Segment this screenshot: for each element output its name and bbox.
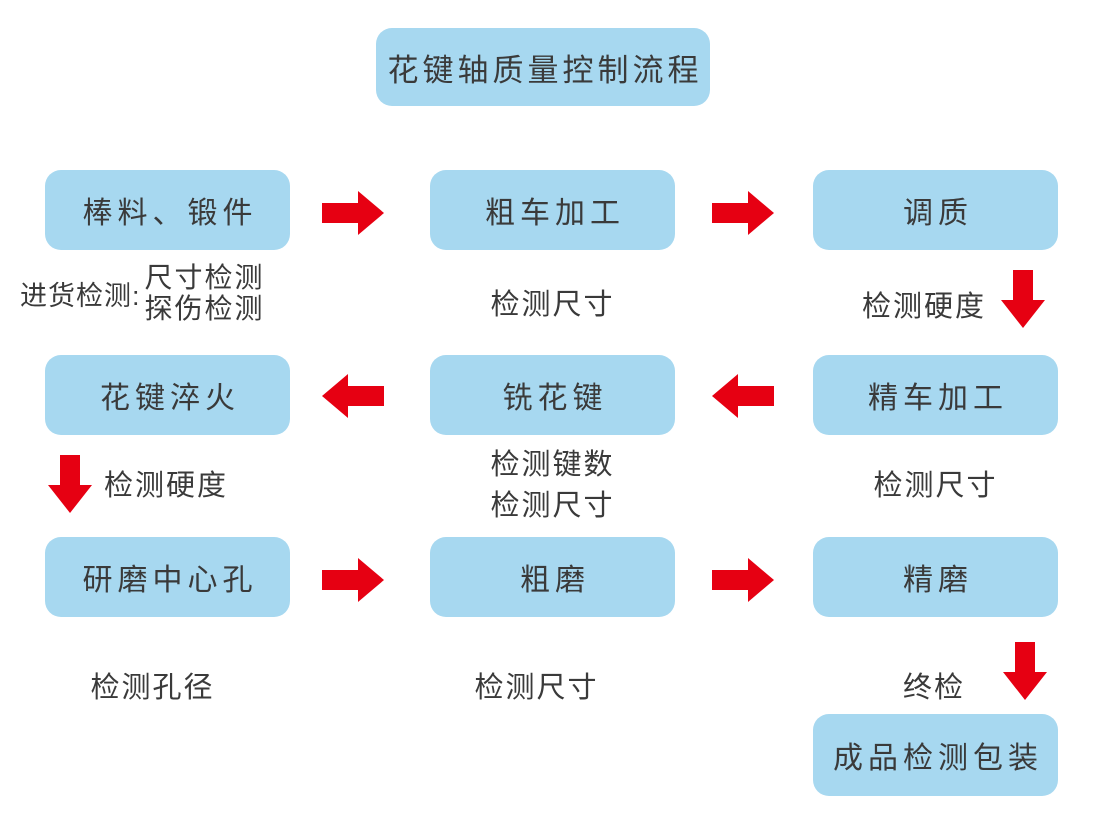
arrow-tail [1013,270,1033,300]
arrow-tail [712,203,748,223]
box-raw-material: 棒料、锻件 [45,170,290,250]
arrow-head [1001,300,1045,328]
arrow-down-icon-1 [1001,270,1045,328]
arrow-right-icon-2 [712,191,774,235]
arrow-head [712,374,738,418]
box-spline-milling: 铣花键 [430,355,675,435]
box-finish-grinding: 精磨 [813,537,1058,617]
arrow-head [322,374,348,418]
flowchart-title: 花键轴质量控制流程 [387,52,703,88]
arrow-head [1003,672,1047,700]
box-grind-center-hole: 研磨中心孔 [45,537,290,617]
box-rough-turning: 粗车加工 [430,170,675,250]
box-rough-grinding: 粗磨 [430,537,675,617]
box-spline-milling-label: 铣花键 [502,382,608,415]
label-check-hardness-r1: 检测硬度 [862,291,987,323]
arrow-right-icon-4 [712,558,774,602]
label-check-hole-diameter: 检测孔径 [90,672,215,704]
arrow-head [748,558,774,602]
label-check-dimension-r1: 检测尺寸 [490,289,615,321]
arrow-head [748,191,774,235]
box-spline-quenching: 花键淬火 [45,355,290,435]
arrow-tail [348,386,384,406]
label-final-inspection: 终检 [903,672,966,704]
arrow-left-icon-2 [712,374,774,418]
arrow-right-icon-3 [322,558,384,602]
arrow-head [48,485,92,513]
flowchart-title-box: 花键轴质量控制流程 [376,28,710,106]
label-check-dimension-r2-mid: 检测尺寸 [490,490,615,522]
arrow-tail [738,386,774,406]
box-quench-temper: 调质 [813,170,1058,250]
label-flaw-inspection: 探伤检测 [144,293,265,324]
label-check-dimension-r2-right: 检测尺寸 [873,470,998,502]
arrow-head [358,191,384,235]
box-rough-turning-label: 粗车加工 [485,197,625,230]
arrow-tail [322,570,358,590]
box-grind-center-hole-label: 研磨中心孔 [82,564,258,597]
label-check-dimension-r3: 检测尺寸 [474,672,599,704]
box-finish-turning: 精车加工 [813,355,1058,435]
box-raw-material-label: 棒料、锻件 [82,197,258,230]
arrow-tail [322,203,358,223]
box-rough-grinding-label: 粗磨 [520,564,590,597]
box-quench-temper-label: 调质 [903,197,973,230]
arrow-tail [1015,642,1035,672]
label-incoming-inspection-prefix: 进货检测: [20,280,141,311]
box-final-packaging: 成品检测包装 [813,714,1058,796]
label-incoming-inspection: 进货检测: 尺寸检测 探伤检测 [20,262,265,324]
arrow-down-icon-2 [48,455,92,513]
label-dimension-inspection: 尺寸检测 [144,262,265,293]
arrow-head [358,558,384,602]
label-check-hardness-r2: 检测硬度 [104,470,229,502]
arrow-down-icon-3 [1003,642,1047,700]
label-check-key-count: 检测键数 [490,449,615,481]
box-finish-turning-label: 精车加工 [868,382,1008,415]
arrow-right-icon-1 [322,191,384,235]
label-incoming-inspection-items: 尺寸检测 探伤检测 [145,262,265,324]
arrow-tail [60,455,80,485]
box-final-packaging-label: 成品检测包装 [833,742,1043,775]
box-finish-grinding-label: 精磨 [903,564,973,597]
arrow-tail [712,570,748,590]
arrow-left-icon-1 [322,374,384,418]
box-spline-quenching-label: 花键淬火 [100,382,240,415]
